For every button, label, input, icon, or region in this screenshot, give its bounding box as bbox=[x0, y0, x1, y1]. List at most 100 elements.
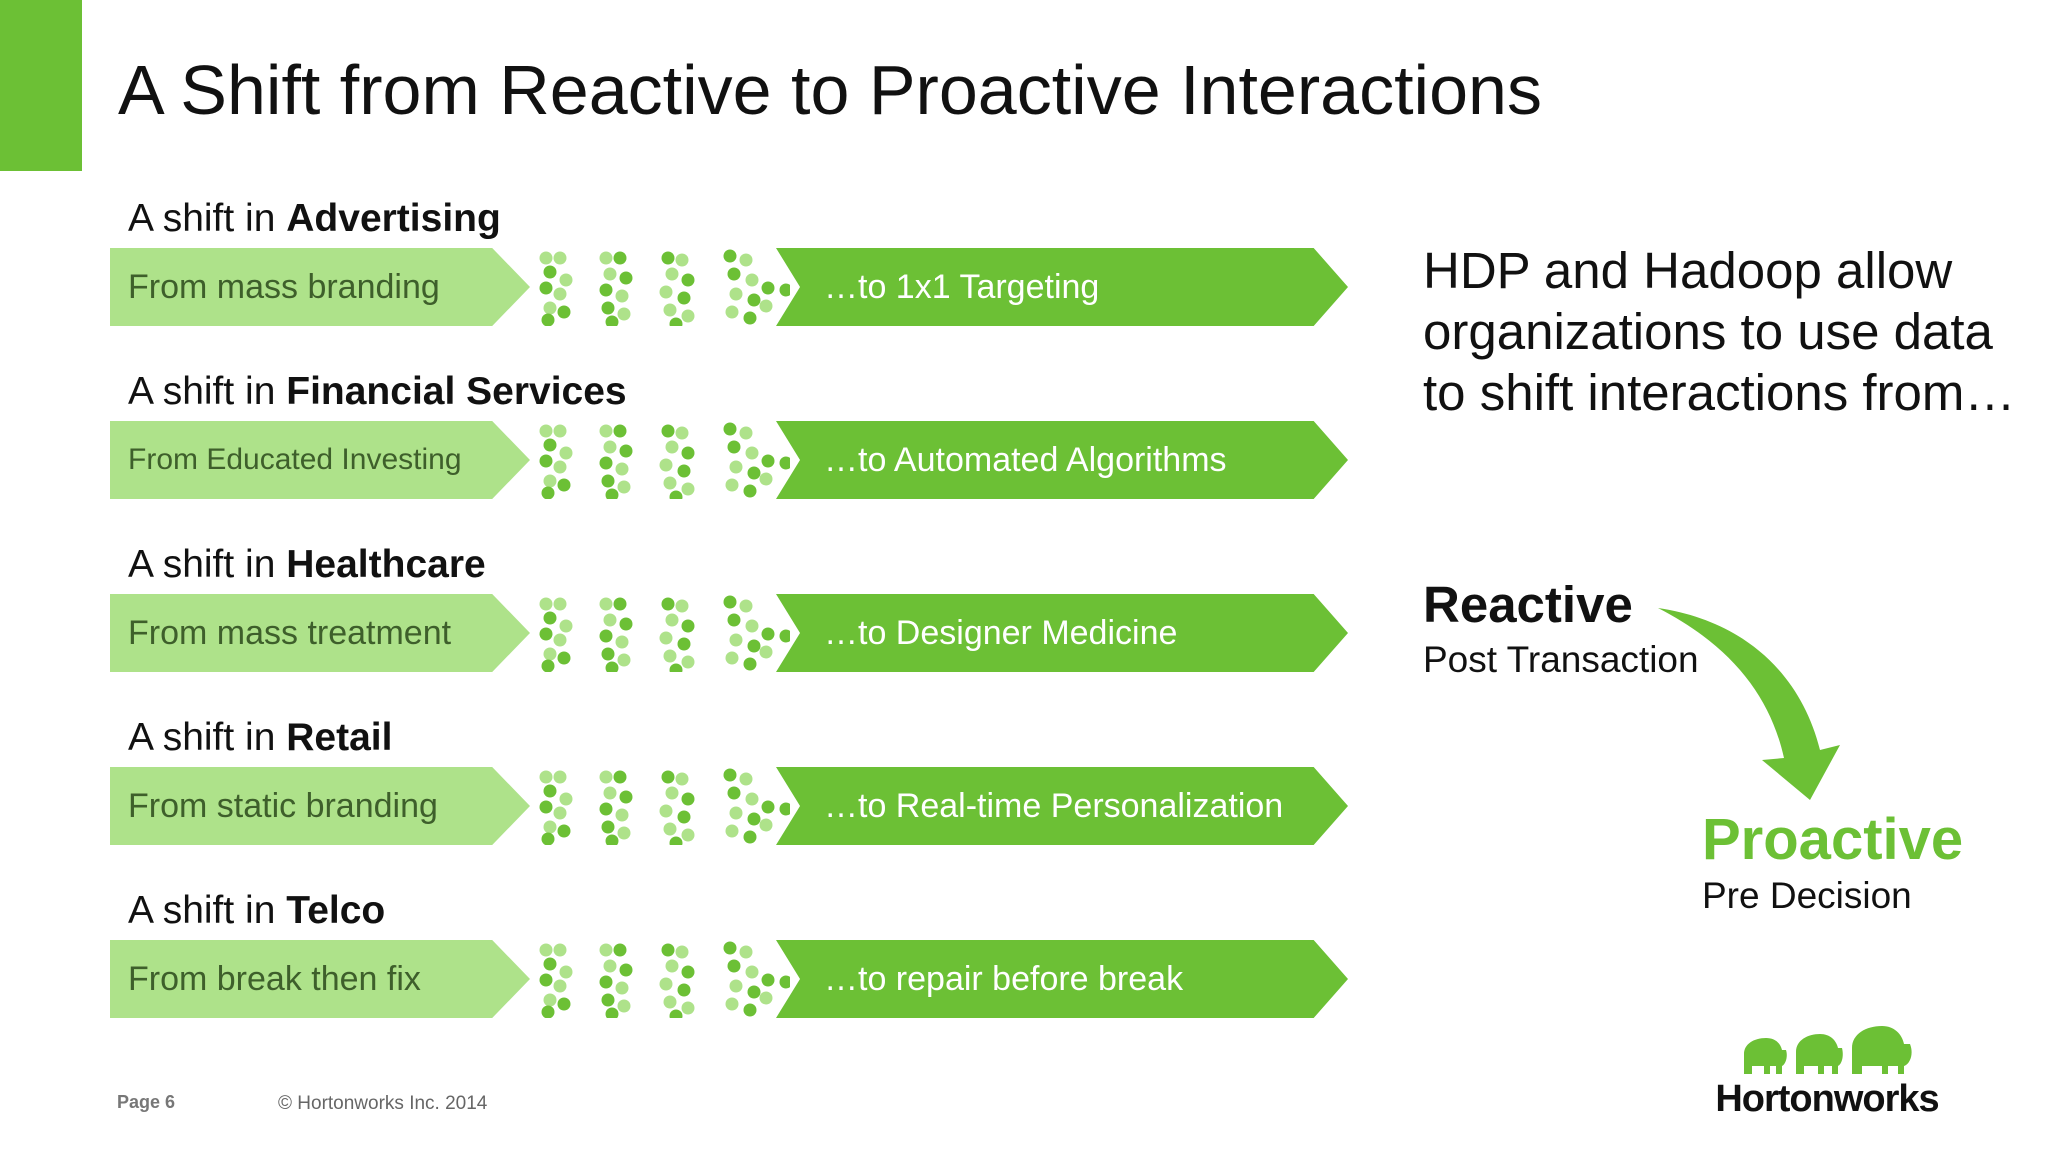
decorative-dot bbox=[557, 824, 571, 838]
decorative-dot bbox=[539, 973, 553, 987]
decorative-dot bbox=[553, 424, 567, 438]
heading-topic: Financial Services bbox=[286, 370, 627, 413]
from-label: From Educated Investing bbox=[128, 443, 462, 476]
decorative-dot bbox=[543, 957, 557, 971]
decorative-dot bbox=[599, 456, 613, 470]
decorative-dot bbox=[747, 639, 761, 653]
decorative-dot bbox=[661, 943, 675, 957]
to-arrow: …to Designer Medicine bbox=[776, 594, 1348, 672]
decorative-dot bbox=[675, 253, 689, 267]
decorative-dot bbox=[601, 993, 615, 1007]
decorative-dot bbox=[669, 490, 683, 499]
decorative-dot bbox=[599, 943, 613, 957]
decorative-dot bbox=[619, 444, 633, 458]
shift-row-retail: A shift in Retail From static branding …… bbox=[0, 715, 1380, 865]
decorative-dot bbox=[613, 251, 627, 265]
decorative-dot bbox=[761, 973, 775, 987]
decorative-dot bbox=[729, 633, 743, 647]
title-accent-bar bbox=[0, 0, 82, 171]
decorative-dot bbox=[543, 301, 557, 315]
decorative-dot bbox=[599, 975, 613, 989]
decorative-dot bbox=[761, 281, 775, 295]
decorative-dot bbox=[681, 482, 695, 496]
decorative-dot bbox=[669, 663, 683, 672]
decorative-dot bbox=[663, 649, 677, 663]
decorative-dot bbox=[559, 792, 573, 806]
decorative-dot bbox=[553, 943, 567, 957]
decorative-dot bbox=[541, 659, 555, 672]
decorative-dot bbox=[557, 305, 571, 319]
decorative-dot bbox=[725, 478, 739, 492]
decorative-dot bbox=[613, 424, 627, 438]
from-arrow: From mass treatment bbox=[110, 594, 530, 672]
decorative-dot bbox=[543, 784, 557, 798]
decorative-dot bbox=[761, 454, 775, 468]
decorative-dot bbox=[617, 307, 631, 321]
transition-dots bbox=[539, 422, 790, 499]
decorative-dot bbox=[729, 806, 743, 820]
to-label: …to Designer Medicine bbox=[824, 614, 1178, 652]
decorative-dot bbox=[605, 834, 619, 845]
decorative-dot bbox=[675, 599, 689, 613]
decorative-dot bbox=[539, 251, 553, 265]
decorative-dot bbox=[603, 440, 617, 454]
heading-prefix: A shift in bbox=[128, 197, 276, 240]
row-heading: A shift in Advertising bbox=[128, 196, 501, 242]
decorative-dot bbox=[779, 283, 790, 297]
decorative-dot bbox=[557, 997, 571, 1011]
decorative-dot bbox=[543, 647, 557, 661]
decorative-dot bbox=[541, 313, 555, 326]
proactive-sublabel: Pre Decision bbox=[1702, 875, 1912, 916]
from-label: From mass treatment bbox=[128, 614, 452, 652]
decorative-dot bbox=[759, 472, 773, 486]
decorative-dot bbox=[681, 792, 695, 806]
heading-prefix: A shift in bbox=[128, 716, 276, 759]
decorative-dot bbox=[725, 824, 739, 838]
decorative-dot bbox=[665, 267, 679, 281]
decorative-dot bbox=[617, 653, 631, 667]
to-arrow: …to Real-time Personalization bbox=[776, 767, 1348, 845]
decorative-dot bbox=[681, 273, 695, 287]
decorative-dot bbox=[617, 480, 631, 494]
decorative-dot bbox=[759, 991, 773, 1005]
decorative-dot bbox=[603, 613, 617, 627]
decorative-dot bbox=[745, 273, 759, 287]
decorative-dot bbox=[759, 818, 773, 832]
decorative-dot bbox=[681, 828, 695, 842]
decorative-dot bbox=[661, 597, 675, 611]
to-arrow: …to repair before break bbox=[776, 940, 1348, 1018]
decorative-dot bbox=[601, 820, 615, 834]
decorative-dot bbox=[539, 800, 553, 814]
decorative-dot bbox=[723, 768, 737, 782]
decorative-dot bbox=[559, 965, 573, 979]
decorative-dot bbox=[553, 287, 567, 301]
decorative-dot bbox=[619, 963, 633, 977]
decorative-dot bbox=[759, 299, 773, 313]
row-heading: A shift in Financial Services bbox=[128, 369, 627, 415]
decorative-dot bbox=[739, 599, 753, 613]
decorative-dot bbox=[663, 303, 677, 317]
decorative-dot bbox=[677, 637, 691, 651]
from-arrow: From static branding bbox=[110, 767, 530, 845]
decorative-dot bbox=[557, 651, 571, 665]
row-heading: A shift in Retail bbox=[128, 715, 392, 761]
proactive-label: Proactive bbox=[1702, 807, 1964, 872]
decorative-dot bbox=[681, 965, 695, 979]
decorative-dot bbox=[613, 597, 627, 611]
decorative-dot bbox=[617, 999, 631, 1013]
decorative-dot bbox=[725, 651, 739, 665]
decorative-dot bbox=[729, 460, 743, 474]
row-heading: A shift in Telco bbox=[128, 888, 385, 934]
decorative-dot bbox=[543, 474, 557, 488]
decorative-dot bbox=[681, 1001, 695, 1015]
decorative-dot bbox=[605, 1007, 619, 1018]
to-arrow: …to Automated Algorithms bbox=[776, 421, 1348, 499]
shift-row-telco: A shift in Telco From break then fix …to… bbox=[0, 888, 1380, 1038]
decorative-dot bbox=[557, 478, 571, 492]
from-arrow: From Educated Investing bbox=[110, 421, 530, 499]
decorative-dot bbox=[601, 474, 615, 488]
decorative-dot bbox=[739, 253, 753, 267]
decorative-dot bbox=[541, 1005, 555, 1018]
decorative-dot bbox=[729, 287, 743, 301]
decorative-dot bbox=[543, 820, 557, 834]
